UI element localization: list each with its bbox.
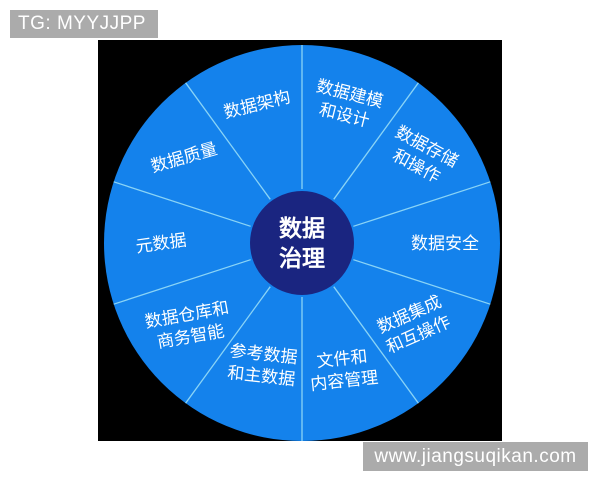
segment-divider-line [353,259,491,305]
watermark-top-badge: TG: MYYJJPP [10,10,158,38]
segment-label-data-security: 数据安全 [411,234,479,253]
data-governance-wheel: 数据架构数据建模和设计数据存储和操作数据安全数据集成和互操作文件和内容管理参考数… [104,45,500,441]
segment-divider-line [185,286,271,404]
hub-circle [250,191,354,295]
segment-divider-line [113,181,251,227]
segment-divider-line [185,82,271,200]
segment-divider-line [353,181,491,227]
diagram-board: 数据架构数据建模和设计数据存储和操作数据安全数据集成和互操作文件和内容管理参考数… [98,40,502,441]
watermark-bottom-badge: www.jiangsuqikan.com [363,442,588,471]
hub-title: 数据治理 [279,215,325,271]
segment-label-document-and-content-mgmt: 文件和内容管理 [307,346,379,394]
segment-divider-line [333,286,419,404]
segment-divider-line [333,82,419,200]
segment-divider-line [113,259,251,305]
